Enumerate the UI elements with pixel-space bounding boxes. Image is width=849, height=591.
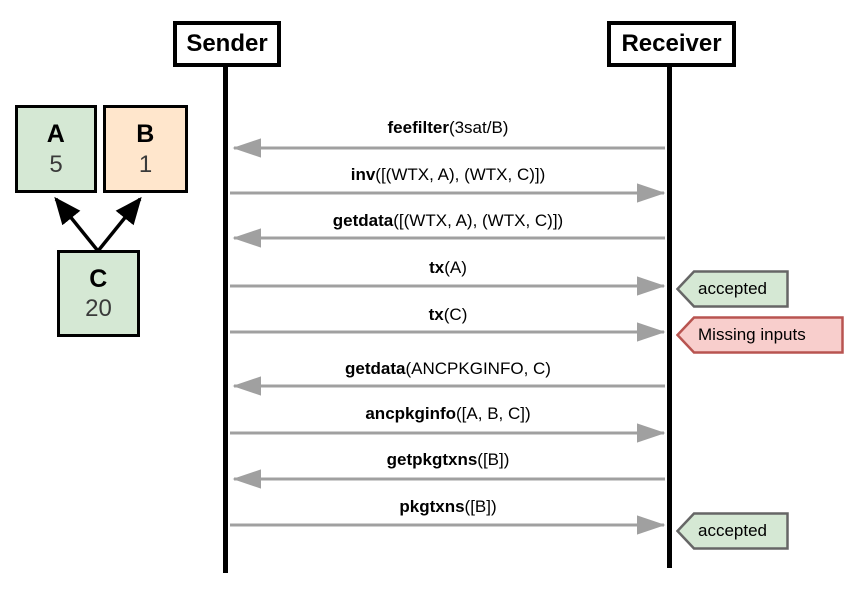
transaction-box-c[interactable]: C 20 — [57, 250, 140, 337]
message-args-3: (A) — [444, 258, 467, 277]
message-args-0: (3sat/B) — [448, 118, 509, 137]
message-command-5: getdata — [345, 359, 406, 378]
message-label-7: getpkgtxns([B]) — [387, 450, 510, 470]
message-command-2: getdata — [332, 211, 394, 230]
status-badge-accepted-a-label: accepted — [698, 279, 767, 298]
transaction-a-value: 5 — [49, 150, 63, 178]
message-args-1: ([(WTX, A), (WTX, C)]) — [375, 165, 546, 184]
message-args-4: (C) — [443, 305, 468, 324]
transaction-b-name: B — [136, 120, 155, 149]
status-badge-accepted-b[interactable]: accepted — [676, 512, 789, 550]
transaction-a-name: A — [46, 120, 66, 149]
status-badge-accepted-b-label: accepted — [698, 521, 767, 540]
transaction-graph-edges — [54, 196, 142, 253]
participant-sender[interactable]: Sender — [173, 21, 281, 67]
participant-receiver[interactable]: Receiver — [607, 21, 736, 67]
message-args-7: ([B]) — [477, 450, 510, 469]
transaction-c-value: 20 — [85, 295, 112, 323]
status-badge-accepted-a[interactable]: accepted — [676, 270, 789, 308]
message-args-2: ([(WTX, A), (WTX, C)]) — [393, 211, 564, 230]
message-command-4: tx — [428, 305, 444, 324]
message-label-2: getdata([(WTX, A), (WTX, C)]) — [333, 211, 563, 231]
message-label-5: getdata(ANCPKGINFO, C) — [345, 359, 551, 379]
message-command-7: getpkgtxns — [386, 450, 478, 469]
transaction-c-name: C — [89, 264, 108, 293]
message-command-0: feefilter — [387, 118, 449, 137]
badge-shape-accepted-b — [676, 512, 789, 550]
message-command-8: pkgtxns — [399, 497, 465, 516]
message-args-8: ([B]) — [464, 497, 497, 516]
transaction-box-b[interactable]: B 1 — [103, 105, 188, 193]
transaction-box-a[interactable]: A 5 — [15, 105, 97, 193]
message-label-3: tx(A) — [429, 258, 467, 278]
sender-lifeline — [223, 63, 228, 573]
participant-sender-label: Sender — [186, 30, 268, 57]
badge-shape-accepted-a — [676, 270, 789, 308]
tx-edge-c-to-b — [96, 196, 142, 253]
message-label-4: tx(C) — [429, 305, 468, 325]
message-label-1: inv([(WTX, A), (WTX, C)]) — [351, 165, 546, 185]
tx-edge-c-to-a — [54, 196, 100, 253]
status-badge-missing-inputs[interactable]: Missing inputs — [676, 316, 844, 354]
status-badge-missing-inputs-label: Missing inputs — [698, 325, 806, 344]
transaction-b-value: 1 — [138, 150, 153, 178]
participant-receiver-label: Receiver — [621, 30, 722, 57]
message-label-0: feefilter(3sat/B) — [388, 118, 509, 138]
message-command-1: inv — [350, 165, 376, 184]
receiver-lifeline — [667, 63, 672, 568]
message-label-8: pkgtxns([B]) — [399, 497, 496, 517]
message-label-6: ancpkginfo([A, B, C]) — [365, 404, 530, 424]
message-args-6: ([A, B, C]) — [456, 404, 531, 423]
badge-shape-missing-inputs — [676, 316, 844, 354]
message-command-3: tx — [429, 258, 445, 277]
message-command-6: ancpkginfo — [365, 404, 457, 423]
message-args-5: (ANCPKGINFO, C) — [405, 359, 551, 378]
